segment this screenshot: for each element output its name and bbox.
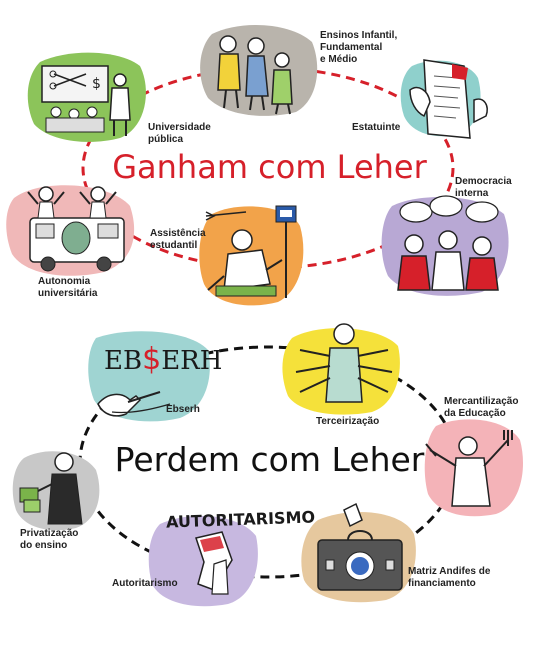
briefcase-illustration bbox=[301, 502, 416, 603]
label-estatuinte: Estatuinte bbox=[352, 122, 401, 133]
board-dollar-sign: $ bbox=[92, 76, 101, 92]
outsourcing-illustration bbox=[282, 323, 400, 415]
ebserh-logo-right: ERH bbox=[161, 346, 223, 376]
authoritarianism-illustration bbox=[148, 515, 258, 607]
gains-title: Ganham com Leher bbox=[112, 148, 427, 186]
ebserh-logo-dollar: $ bbox=[142, 342, 162, 377]
student-assistance-illustration bbox=[199, 205, 304, 306]
schoolchildren-illustration bbox=[200, 24, 318, 116]
label-ebserh: Ebserh bbox=[166, 404, 200, 415]
ebserh-logo: EB$ERH bbox=[104, 342, 222, 377]
ebserh-logo-left: EB bbox=[104, 346, 143, 376]
label-terceirizacao: Terceirização bbox=[316, 416, 380, 427]
ebserh-illustration bbox=[88, 331, 210, 422]
classroom-illustration: $ bbox=[27, 52, 146, 142]
commercialization-illustration bbox=[424, 419, 523, 517]
document-illustration bbox=[400, 59, 488, 139]
university-bus-illustration bbox=[6, 185, 135, 276]
losses-title: Perdem com Leher bbox=[114, 440, 425, 479]
label-autoritarismo: Autoritarismo bbox=[112, 578, 178, 589]
debate-illustration bbox=[381, 195, 509, 296]
privatization-illustration bbox=[12, 451, 100, 531]
